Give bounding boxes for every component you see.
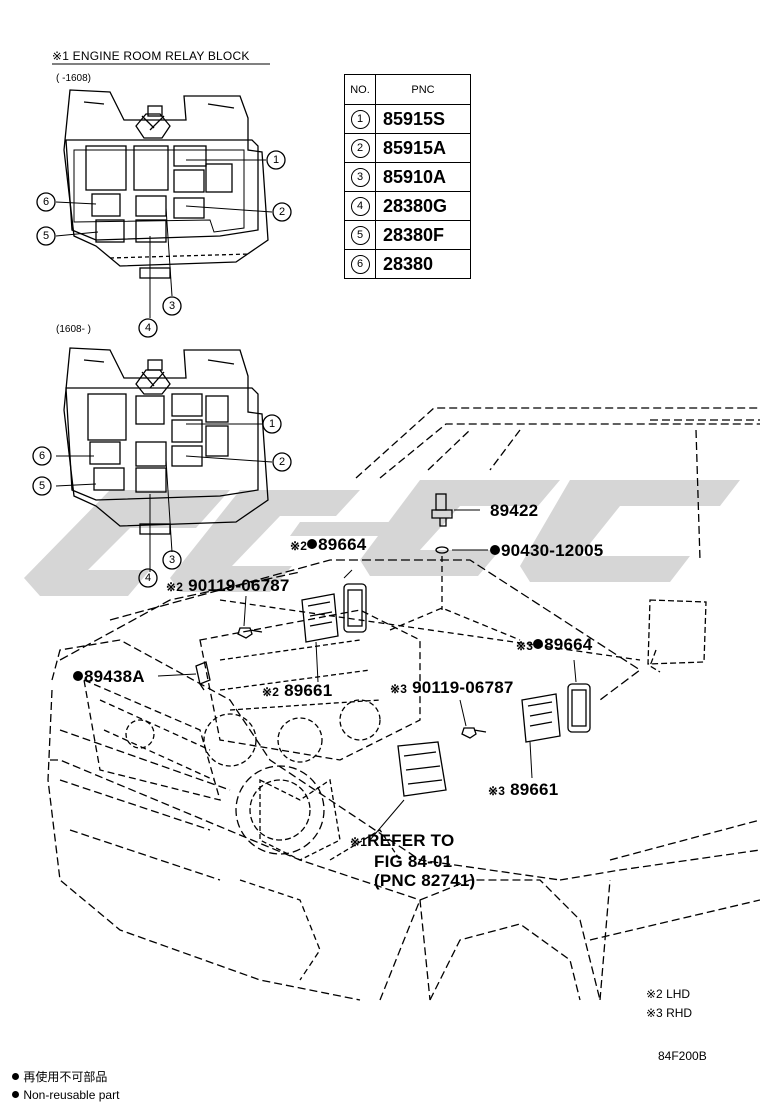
callout-1-late: 1: [269, 418, 276, 430]
table-row: 5 28380F: [344, 220, 471, 250]
part-drawings: [157, 493, 591, 841]
callout-2-late: 2: [279, 456, 286, 468]
table-row: 1 85915S: [344, 104, 471, 134]
callout-5-late: 5: [39, 480, 46, 492]
row-number: 6: [350, 255, 370, 274]
part-label-89661-rhd: ※3 89661: [488, 780, 559, 799]
callout-1: 1: [273, 154, 280, 166]
col-no: NO.: [344, 74, 376, 105]
relay-block-early: [36, 89, 292, 338]
legend-nonreusable-jp: 再使用不可部品: [12, 1071, 107, 1083]
row-number: 3: [350, 168, 370, 187]
figure-code: 84F200B: [658, 1049, 707, 1063]
row-pnc: 85915S: [375, 104, 471, 134]
part-label-90119-rhd: ※3 90119-06787: [390, 678, 514, 697]
part-label-89438a: 89438A: [73, 668, 145, 685]
callout-3-late: 3: [169, 554, 176, 566]
table-row: 6 28380: [344, 249, 471, 279]
legend-lhd: ※2 LHD: [646, 987, 691, 1001]
pnc-table-header: NO. PNC: [344, 74, 471, 105]
part-label-90119-lhd: ※2 90119-06787: [166, 576, 290, 595]
legend-dot: [12, 1091, 19, 1098]
col-pnc: PNC: [375, 74, 471, 105]
non-reusable-dot: [307, 539, 318, 549]
refer-note: ※1REFER TO FIG 84-01 (PNC 82741): [350, 831, 476, 890]
row-number: 5: [350, 226, 370, 245]
pnc-table: NO. PNC 1 85915S 2 85915A 3 85910A 4 283…: [344, 74, 471, 279]
row-number: 2: [350, 139, 370, 158]
legend-dot: [12, 1073, 19, 1080]
callout-6-late: 6: [39, 450, 46, 462]
part-label-89661-lhd: ※2 89661: [262, 681, 333, 700]
callout-6: 6: [43, 196, 50, 208]
legend-rhd: ※3 RHD: [646, 1006, 693, 1020]
callout-3: 3: [169, 300, 176, 312]
relay-block-late: [32, 347, 292, 588]
part-label-90430: 90430-12005: [490, 542, 603, 559]
range-late: (1608- ): [56, 324, 92, 335]
table-row: 4 28380G: [344, 191, 471, 221]
relay-block-title: ※1 ENGINE ROOM RELAY BLOCK: [52, 49, 250, 63]
vehicle-outline: [47, 407, 760, 1001]
callout-4-late: 4: [145, 572, 152, 584]
non-reusable-dot: [533, 639, 544, 649]
callout-5: 5: [43, 230, 50, 242]
legend-nonreusable-en: Non-reusable part: [12, 1089, 119, 1101]
callout-4: 4: [145, 322, 152, 334]
non-reusable-dot: [490, 545, 500, 555]
table-row: 2 85915A: [344, 133, 471, 163]
row-number: 1: [350, 110, 370, 129]
part-label-89422: 89422: [490, 501, 539, 520]
row-pnc: 28380G: [375, 191, 471, 221]
row-pnc: 28380: [375, 249, 471, 279]
row-pnc: 28380F: [375, 220, 471, 250]
row-number: 4: [350, 197, 370, 216]
table-row: 3 85910A: [344, 162, 471, 192]
range-early: ( -1608): [56, 73, 92, 84]
non-reusable-dot: [73, 671, 83, 681]
watermark: [24, 480, 740, 596]
row-pnc: 85915A: [375, 133, 471, 163]
callout-2: 2: [279, 206, 286, 218]
row-pnc: 85910A: [375, 162, 471, 192]
